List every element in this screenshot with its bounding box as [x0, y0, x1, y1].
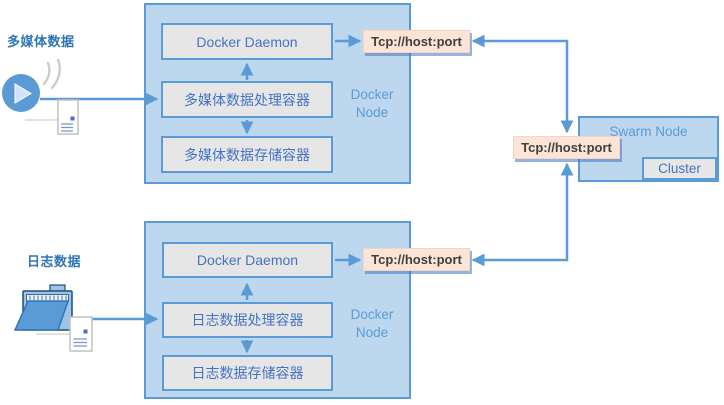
- endpoint-swarm-label: Tcp://host:port: [521, 140, 612, 155]
- logs-processor-label: 日志数据处理容器: [191, 312, 304, 328]
- endpoint-swarm: Tcp://host:port: [513, 136, 620, 159]
- docker-daemon-label-top: Docker Daemon: [196, 33, 298, 50]
- multimedia-processor-label: 多媒体数据处理容器: [184, 91, 310, 108]
- docker-node-label-bottom: Docker Node: [350, 307, 394, 341]
- docker-daemon-label-bottom: Docker Daemon: [196, 252, 299, 268]
- cluster-box: Cluster: [642, 157, 717, 180]
- endpoint-top-label: Tcp://host:port: [371, 34, 462, 49]
- logs-storage-label: 日志数据存储容器: [191, 365, 304, 381]
- endpoint-bottom: Tcp://host:port: [363, 248, 470, 271]
- logs-document-icon: [69, 316, 93, 352]
- multimedia-storage-label: 多媒体数据存储容器: [184, 146, 310, 163]
- arrow-endpoint-top-swarm: [471, 34, 574, 134]
- endpoint-bottom-label: Tcp://host:port: [371, 252, 462, 267]
- docker-daemon-box-bottom: Docker Daemon: [162, 242, 333, 278]
- open-folder-icon: [13, 284, 73, 331]
- swarm-node-label: Swarm Node: [609, 124, 688, 139]
- multimedia-data-label: 多媒体数据: [7, 34, 75, 49]
- multimedia-processor-box: 多媒体数据处理容器: [161, 81, 333, 118]
- multimedia-storage-box: 多媒体数据存储容器: [161, 136, 333, 173]
- arrow-endpoint-bottom-swarm: [471, 162, 574, 267]
- log-data-label: 日志数据: [27, 254, 82, 269]
- logs-processor-box: 日志数据处理容器: [162, 302, 333, 338]
- multimedia-document-icon: [57, 99, 79, 135]
- sound-waves-icon: [42, 58, 61, 90]
- docker-node-label-top: Docker Node: [350, 87, 394, 121]
- endpoint-top: Tcp://host:port: [363, 30, 470, 53]
- docker-daemon-box-top: Docker Daemon: [161, 23, 333, 60]
- play-media-icon: [2, 74, 40, 112]
- cluster-label: Cluster: [658, 161, 701, 176]
- logs-storage-box: 日志数据存储容器: [162, 355, 333, 391]
